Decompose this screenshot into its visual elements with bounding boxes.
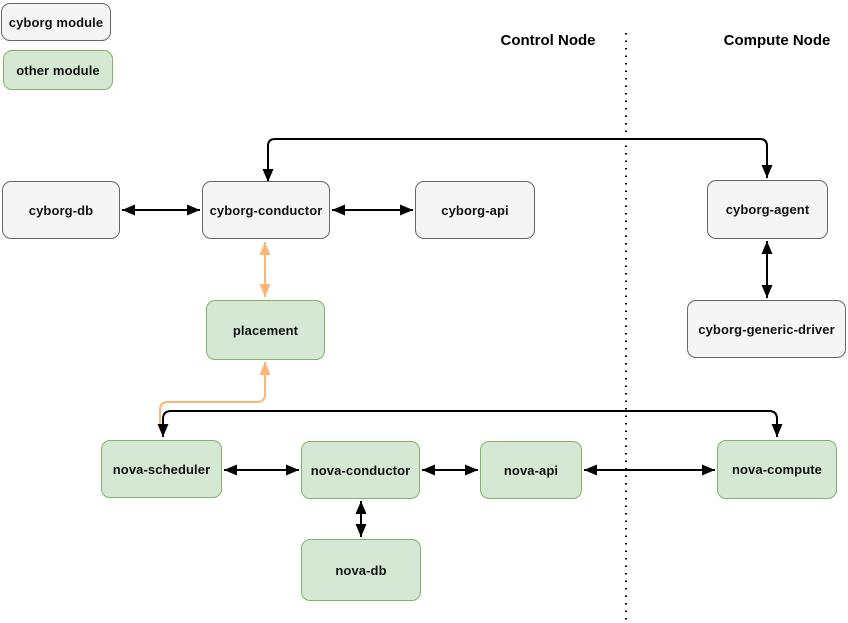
node-cyborg-generic-driver: cyborg-generic-driver — [687, 300, 846, 358]
node-nova-conductor-label: nova-conductor — [310, 462, 411, 478]
node-cyborg-db-label: cyborg-db — [28, 202, 94, 218]
node-cyborg-agent: cyborg-agent — [707, 180, 828, 239]
node-nova-scheduler: nova-scheduler — [101, 440, 222, 498]
legend-cyborg-module-label: cyborg module — [8, 14, 104, 30]
node-cyborg-agent-label: cyborg-agent — [725, 202, 810, 217]
node-nova-db-label: nova-db — [335, 562, 387, 578]
edge-nova-scheduler-nova-compute — [157, 410, 783, 437]
edge-cyborg-conductor-cyborg-agent — [262, 138, 773, 182]
node-placement-label: placement — [232, 322, 299, 338]
node-nova-compute: nova-compute — [717, 440, 837, 499]
node-nova-api-label: nova-api — [503, 462, 559, 478]
node-nova-scheduler-label: nova-scheduler — [112, 461, 211, 477]
node-cyborg-api: cyborg-api — [415, 181, 535, 239]
node-nova-compute-label: nova-compute — [731, 462, 823, 477]
node-cyborg-api-label: cyborg-api — [441, 202, 509, 218]
node-placement: placement — [206, 300, 325, 360]
node-cyborg-conductor-label: cyborg-conductor — [209, 202, 323, 218]
node-nova-conductor: nova-conductor — [301, 441, 420, 499]
compute-node-header: Compute Node — [723, 32, 831, 49]
node-nova-db: nova-db — [301, 539, 421, 601]
legend-other-module: other module — [3, 50, 113, 90]
legend-cyborg-module: cyborg module — [1, 3, 111, 41]
control-node-header: Control Node — [500, 32, 596, 49]
node-nova-api: nova-api — [480, 441, 582, 499]
edge-nova-scheduler-placement — [159, 362, 271, 424]
node-cyborg-db: cyborg-db — [2, 181, 120, 239]
legend-other-module-label: other module — [16, 62, 100, 78]
node-cyborg-conductor: cyborg-conductor — [202, 181, 330, 239]
node-cyborg-generic-driver-label: cyborg-generic-driver — [698, 321, 835, 337]
